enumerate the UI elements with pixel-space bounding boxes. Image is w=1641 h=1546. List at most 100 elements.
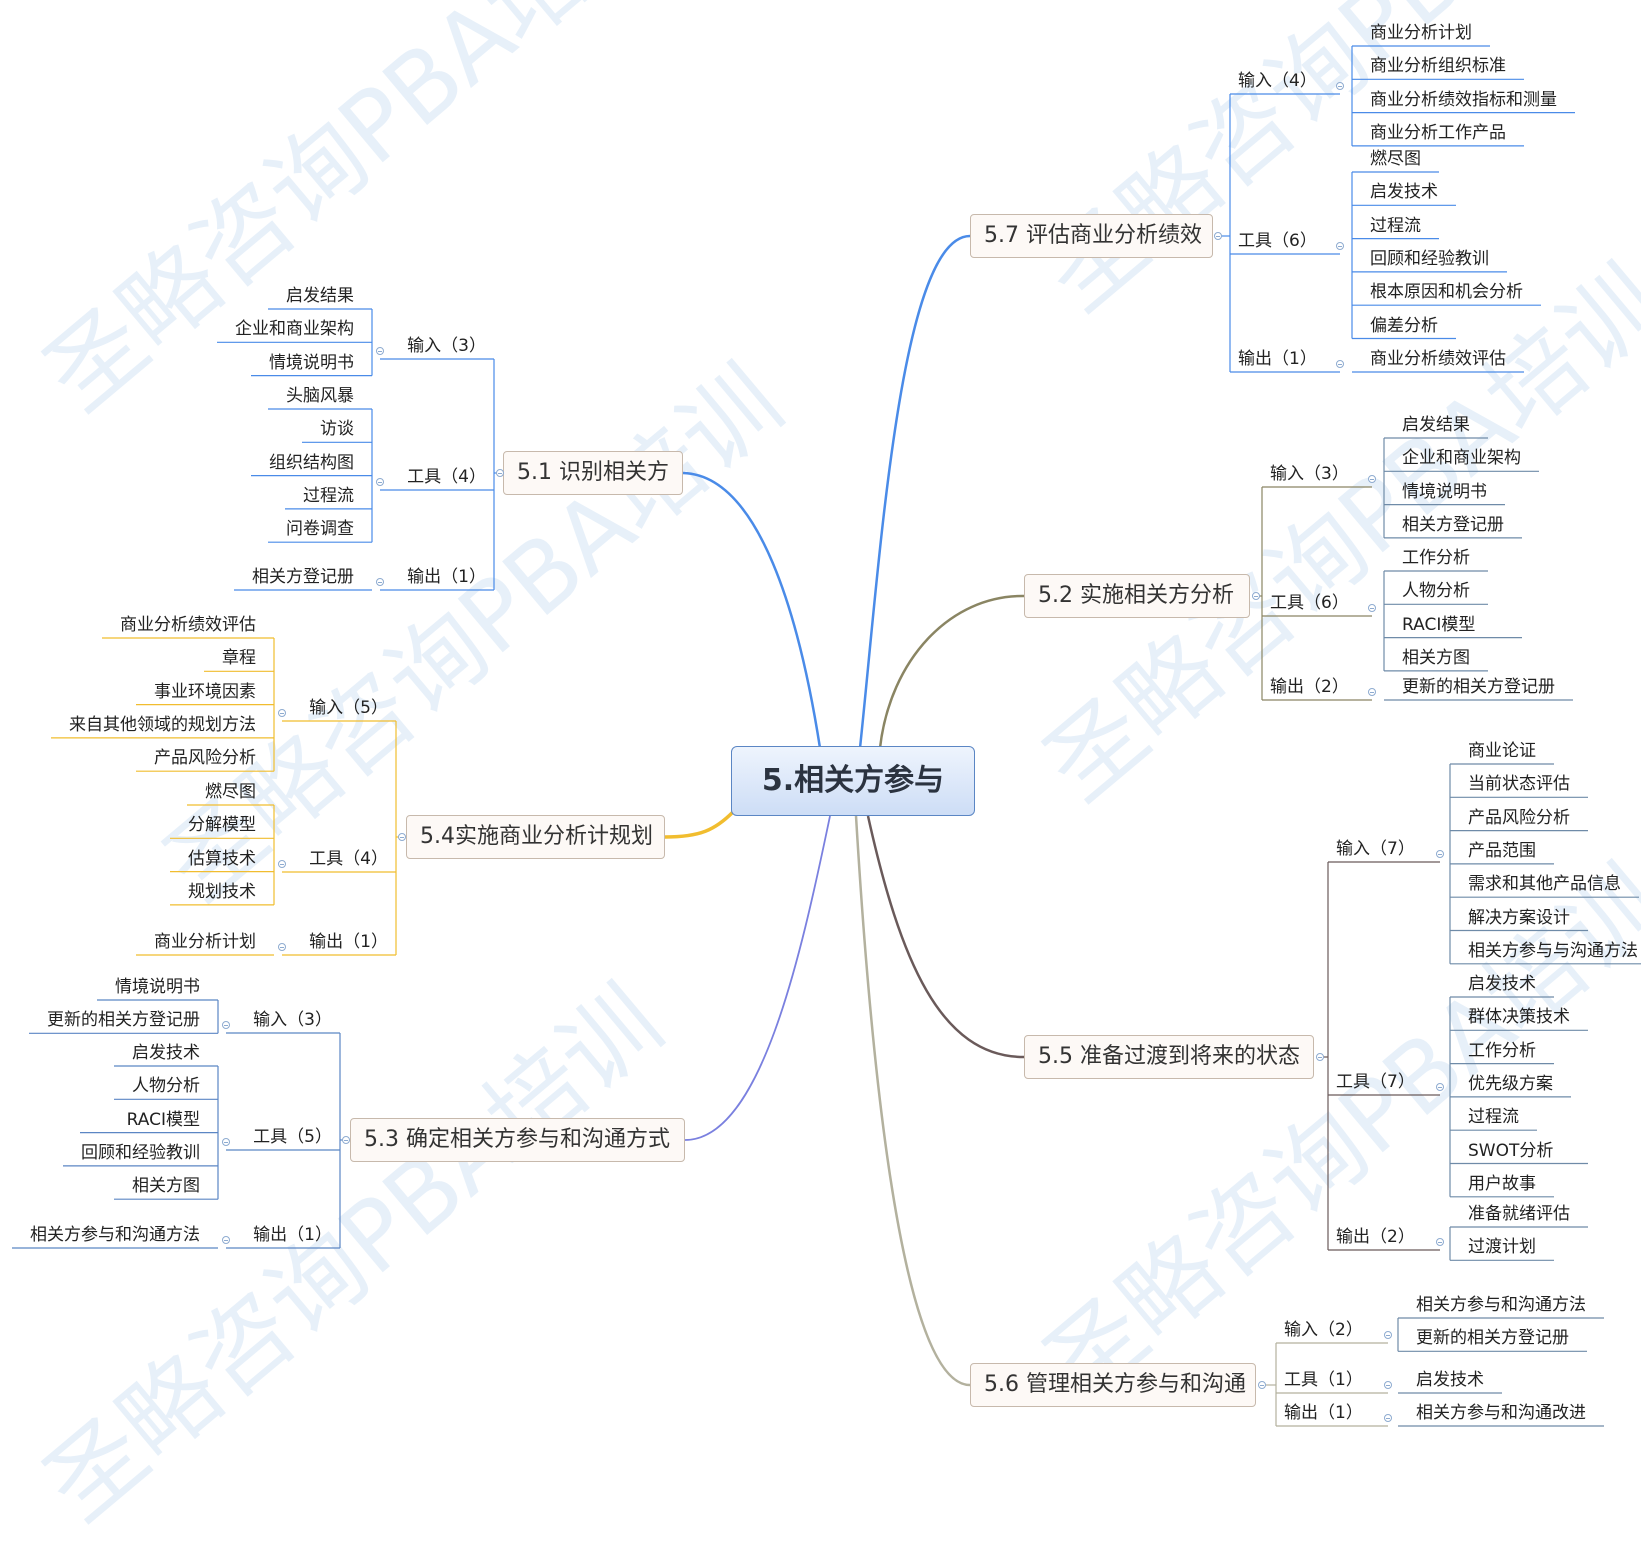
leaf-item[interactable]: 情境说明书 [269,352,354,373]
output-category[interactable]: 输出（2） [1336,1227,1415,1247]
collapse-toggle-icon[interactable] [496,469,504,477]
collapse-toggle-icon[interactable] [1336,360,1344,368]
collapse-toggle-icon[interactable] [1368,604,1376,612]
leaf-item[interactable]: RACI模型 [126,1109,200,1130]
leaf-item[interactable]: 解决方案设计 [1468,907,1570,928]
leaf-item[interactable]: 过渡计划 [1468,1237,1536,1258]
leaf-item[interactable]: 商业分析绩效评估 [120,615,256,635]
leaf-item[interactable]: 相关方参与与沟通方法 [1468,940,1638,961]
collapse-toggle-icon[interactable] [222,1236,230,1244]
leaf-item[interactable]: 群体决策技术 [1468,1007,1570,1028]
leaf-item[interactable]: 更新的相关方登记册 [47,1010,200,1031]
input-category[interactable]: 输入（7） [1336,839,1415,859]
leaf-item[interactable]: 用户故事 [1468,1173,1536,1194]
collapse-toggle-icon[interactable] [278,943,286,951]
collapse-toggle-icon[interactable] [1436,850,1444,858]
leaf-item[interactable]: 相关方图 [1402,647,1470,668]
topic-5-4[interactable]: 5.4实施商业分析计规划 [406,815,665,859]
leaf-item[interactable]: 回顾和经验教训 [1370,248,1489,269]
collapse-toggle-icon[interactable] [1436,1238,1444,1246]
leaf-item[interactable]: 偏差分析 [1370,315,1438,336]
collapse-toggle-icon[interactable] [1436,1083,1444,1091]
leaf-item[interactable]: 分解模型 [188,815,256,836]
leaf-item[interactable]: 情境说明书 [115,977,200,997]
leaf-item[interactable]: 启发结果 [1402,415,1470,435]
leaf-item[interactable]: 回顾和经验教训 [81,1142,200,1163]
collapse-toggle-icon[interactable] [398,833,406,841]
leaf-item[interactable]: 根本原因和机会分析 [1370,282,1523,303]
topic-5-6[interactable]: 5.6 管理相关方参与和沟通 [970,1363,1256,1407]
leaf-item[interactable]: 来自其他领域的规划方法 [69,714,256,735]
leaf-item[interactable]: 燃尽图 [1370,149,1421,169]
collapse-toggle-icon[interactable] [1258,1381,1266,1389]
leaf-item[interactable]: 商业分析绩效指标和测量 [1370,89,1557,110]
collapse-toggle-icon[interactable] [222,1021,230,1029]
tools-category[interactable]: 工具（5） [253,1127,332,1147]
collapse-toggle-icon[interactable] [1252,592,1260,600]
collapse-toggle-icon[interactable] [222,1138,230,1146]
input-category[interactable]: 输入（3） [407,336,486,356]
leaf-item[interactable]: 人物分析 [1402,581,1470,602]
topic-5-1[interactable]: 5.1 识别相关方 [503,451,683,495]
tools-category[interactable]: 工具（7） [1336,1072,1415,1092]
leaf-item[interactable]: 商业分析组织标准 [1370,56,1506,77]
leaf-item[interactable]: 启发技术 [1468,974,1536,994]
leaf-item[interactable]: 问卷调查 [286,519,354,540]
leaf-item[interactable]: 启发技术 [1370,182,1438,203]
output-category[interactable]: 输出（1） [309,932,388,952]
leaf-item[interactable]: RACI模型 [1402,614,1476,635]
input-category[interactable]: 输入（3） [1270,464,1349,484]
leaf-item[interactable]: 过程流 [1468,1107,1519,1128]
leaf-item[interactable]: 启发结果 [286,286,354,306]
leaf-item[interactable]: 商业论证 [1468,741,1536,761]
collapse-toggle-icon[interactable] [376,347,384,355]
collapse-toggle-icon[interactable] [1384,1381,1392,1389]
leaf-item[interactable]: 组织结构图 [269,452,354,473]
leaf-item[interactable]: 当前状态评估 [1468,774,1570,795]
collapse-toggle-icon[interactable] [342,1136,350,1144]
leaf-item[interactable]: 规划技术 [188,881,256,902]
topic-5-7[interactable]: 5.7 评估商业分析绩效 [970,214,1213,258]
leaf-item[interactable]: 相关方登记册 [252,567,354,587]
leaf-item[interactable]: 商业分析计划 [1370,23,1472,43]
collapse-toggle-icon[interactable] [1368,688,1376,696]
leaf-item[interactable]: 相关方参与和沟通改进 [1416,1403,1586,1423]
leaf-item[interactable]: 更新的相关方登记册 [1402,677,1555,697]
leaf-item[interactable]: 相关方参与和沟通方法 [1416,1295,1586,1315]
leaf-item[interactable]: 访谈 [320,419,354,440]
collapse-toggle-icon[interactable] [376,578,384,586]
tools-category[interactable]: 工具（1） [1284,1370,1363,1390]
leaf-item[interactable]: 启发技术 [132,1043,200,1063]
leaf-item[interactable]: 更新的相关方登记册 [1416,1328,1569,1349]
leaf-item[interactable]: 产品范围 [1468,840,1536,861]
leaf-item[interactable]: 相关方图 [132,1176,200,1197]
topic-5-5[interactable]: 5.5 准备过渡到将来的状态 [1024,1035,1314,1079]
leaf-item[interactable]: 企业和商业架构 [235,319,354,340]
collapse-toggle-icon[interactable] [1368,475,1376,483]
leaf-item[interactable]: 相关方参与和沟通方法 [30,1225,200,1245]
collapse-toggle-icon[interactable] [1316,1053,1324,1061]
input-category[interactable]: 输入（4） [1238,71,1317,91]
leaf-item[interactable]: 商业分析工作产品 [1370,122,1506,143]
leaf-item[interactable]: 企业和商业架构 [1402,448,1521,469]
tools-category[interactable]: 工具（6） [1238,231,1317,251]
leaf-item[interactable]: 准备就绪评估 [1468,1204,1570,1224]
leaf-item[interactable]: 情境说明书 [1402,481,1487,502]
leaf-item[interactable]: 头脑风暴 [286,386,354,406]
collapse-toggle-icon[interactable] [1384,1414,1392,1422]
collapse-toggle-icon[interactable] [1214,232,1222,240]
topic-5-2[interactable]: 5.2 实施相关方分析 [1024,574,1250,618]
leaf-item[interactable]: 需求和其他产品信息 [1468,874,1621,895]
leaf-item[interactable]: 章程 [222,648,256,669]
tools-category[interactable]: 工具（6） [1270,593,1349,613]
leaf-item[interactable]: 优先级方案 [1468,1073,1553,1094]
leaf-item[interactable]: 估算技术 [188,848,256,869]
collapse-toggle-icon[interactable] [1336,242,1344,250]
leaf-item[interactable]: 事业环境因素 [154,681,256,702]
topic-5-3[interactable]: 5.3 确定相关方参与和沟通方式 [350,1118,685,1162]
output-category[interactable]: 输出（2） [1270,677,1349,697]
leaf-item[interactable]: 工作分析 [1402,548,1470,568]
leaf-item[interactable]: 产品风险分析 [154,748,256,769]
leaf-item[interactable]: 启发技术 [1416,1370,1484,1390]
leaf-item[interactable]: 商业分析绩效评估 [1370,349,1506,369]
